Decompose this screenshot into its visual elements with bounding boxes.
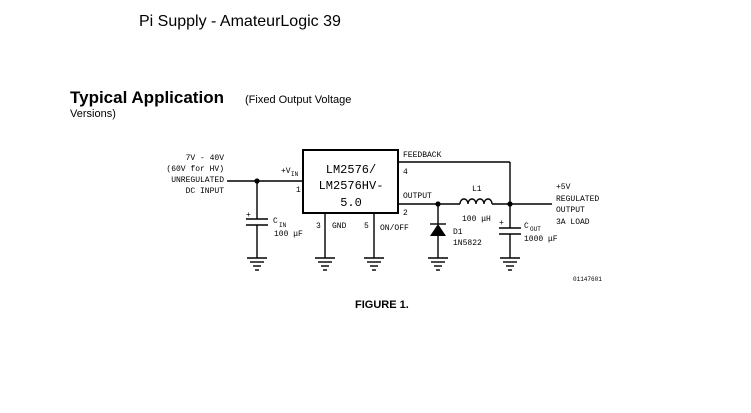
cin-name: C — [273, 217, 278, 226]
section-heading: Typical Application — [70, 88, 224, 107]
drawing-id: 01147601 — [573, 276, 602, 283]
input-label-line4: DC INPUT — [186, 187, 225, 196]
input-label-line2: (60V for HV) — [166, 165, 224, 174]
on-off-pin-label: ON/OFF — [380, 224, 409, 233]
feedback-wire — [398, 161, 511, 204]
output-label-line1: +5V — [556, 183, 571, 192]
feedback-label: FEEDBACK — [403, 151, 442, 160]
pin-3-number: 3 — [316, 222, 321, 231]
inductor-value: 100 μH — [462, 215, 491, 224]
pin-4-number: 4 — [403, 168, 408, 177]
cout-name: C — [524, 222, 529, 231]
heading-note-line2: Versions) — [70, 108, 116, 120]
gnd-pin-label: GND — [332, 222, 347, 231]
gnd-pin-wire — [315, 213, 335, 271]
slide-title: Pi Supply - AmateurLogic 39 — [139, 13, 341, 30]
diode-name: D1 — [453, 228, 463, 237]
input-wire — [227, 178, 303, 219]
output-label-line4: 3A LOAD — [556, 218, 590, 227]
vin-sub: IN — [291, 171, 299, 178]
cout-sub: OUT — [530, 226, 541, 233]
cin-sub: IN — [279, 222, 287, 229]
cout-value: 1000 μF — [524, 235, 558, 244]
regulator-chip: LM2576/ LM2576HV- 5.0 — [302, 149, 399, 214]
pin-5-number: 5 — [364, 222, 369, 231]
pin-2-number: 2 — [403, 209, 408, 218]
input-label-line1: 7V - 40V — [186, 154, 225, 163]
diode-symbol — [430, 204, 446, 258]
output-label-line3: OUTPUT — [556, 206, 585, 215]
ground-symbol — [428, 257, 448, 271]
cout-polarity: + — [499, 219, 504, 228]
diode-part: 1N5822 — [453, 239, 482, 248]
cin-polarity: + — [246, 211, 251, 220]
vin-label: +V — [281, 167, 291, 176]
cin-value: 100 μF — [274, 230, 303, 239]
ground-symbol — [247, 257, 267, 271]
cin-capacitor: + C IN 100 μF — [246, 211, 303, 258]
ground-symbol — [500, 257, 520, 271]
input-label-line3: UNREGULATED — [171, 176, 224, 185]
output-label-line2: REGULATED — [556, 195, 599, 204]
chip-label-line2: LM2576HV- — [319, 179, 384, 193]
inductor-name: L1 — [472, 185, 482, 194]
on-off-pin-wire — [364, 213, 384, 271]
chip-label-line1: LM2576/ — [326, 163, 376, 177]
output-pin-label: OUTPUT — [403, 192, 432, 201]
output-wire — [398, 201, 552, 207]
cout-capacitor: + — [499, 204, 521, 258]
chip-label-line3: 5.0 — [340, 196, 362, 210]
heading-note-line1: (Fixed Output Voltage — [245, 94, 352, 106]
inductor-symbol — [459, 198, 493, 205]
pin-1-number: 1 — [296, 186, 301, 195]
figure-caption: FIGURE 1. — [355, 299, 409, 311]
